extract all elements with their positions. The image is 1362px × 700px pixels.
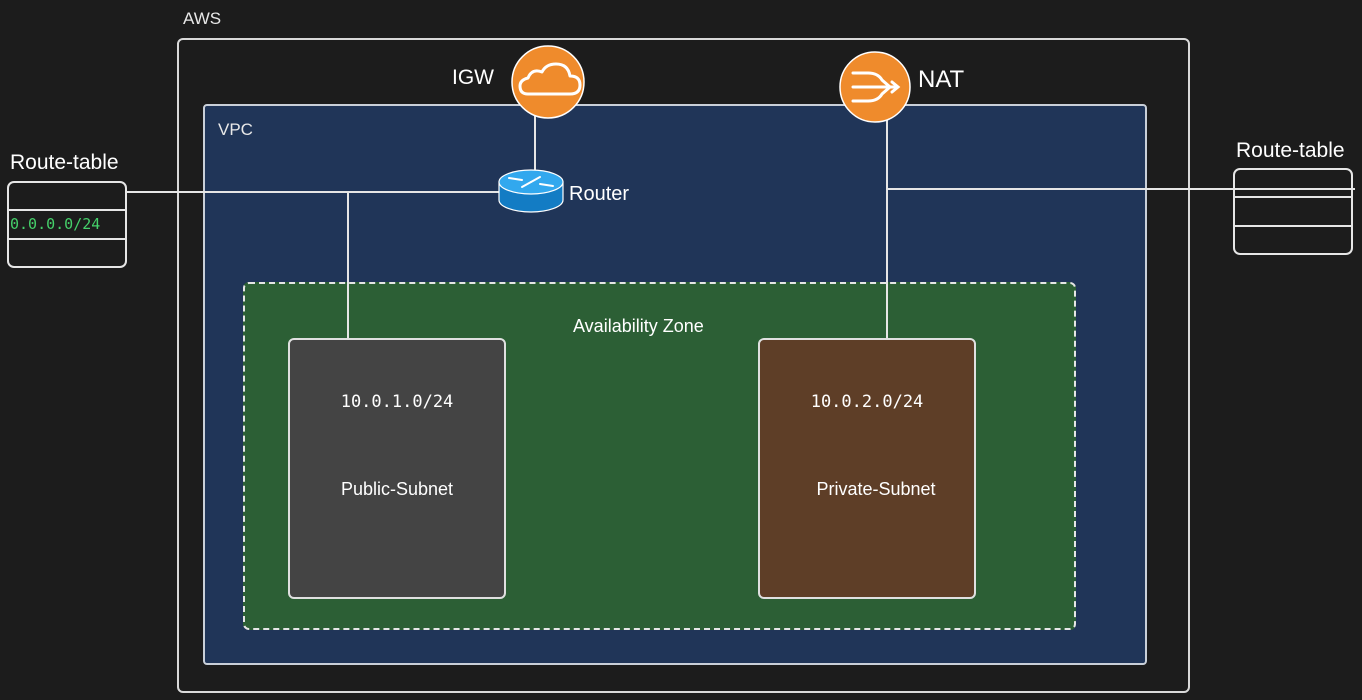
aws-label: AWS	[183, 9, 222, 28]
vpc-label: VPC	[218, 120, 253, 139]
aws-boundary	[177, 38, 1190, 693]
route-table-right-title: Route-table	[1236, 139, 1345, 162]
public-subnet-cidr: 10.0.1.0/24	[340, 392, 454, 412]
route-table-right	[1233, 168, 1353, 255]
router-label: Router	[569, 183, 630, 205]
route-table-left	[7, 181, 127, 268]
route-table-divider	[9, 209, 125, 211]
route-table-left-title: Route-table	[10, 151, 119, 174]
route-table-divider	[1235, 225, 1351, 227]
private-subnet-cidr: 10.0.2.0/24	[810, 392, 924, 412]
private-subnet-name: Private-Subnet	[816, 479, 936, 499]
route-table-divider	[1235, 196, 1351, 198]
cloud-icon	[511, 45, 585, 119]
nat-label: NAT	[918, 66, 965, 93]
availability-zone-label: Availability Zone	[573, 316, 704, 336]
route-table-divider	[9, 238, 125, 240]
nat-gateway-icon	[839, 51, 911, 123]
private-subnet	[758, 338, 976, 599]
public-subnet	[288, 338, 506, 599]
igw-label: IGW	[452, 66, 494, 89]
public-subnet-name: Public-Subnet	[340, 479, 454, 499]
route-table-entry: 0.0.0.0/24	[10, 215, 101, 233]
router-icon	[498, 169, 564, 213]
